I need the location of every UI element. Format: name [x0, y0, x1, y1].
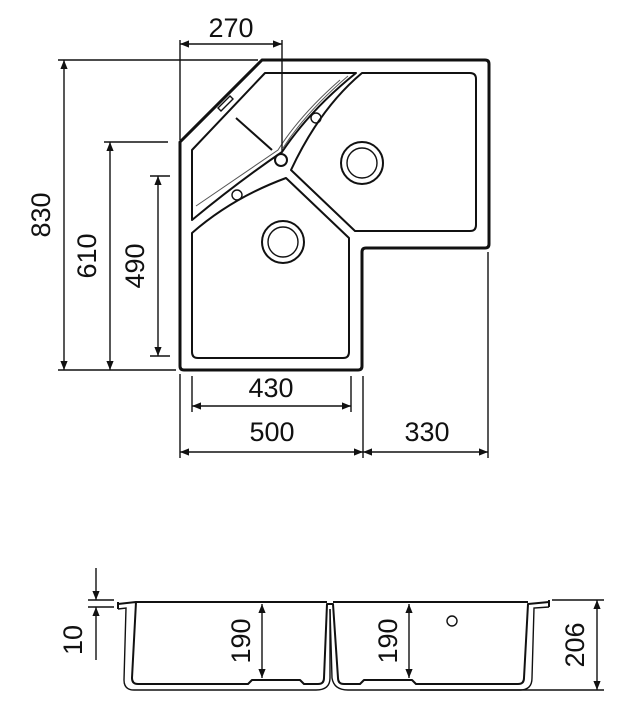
side-profile-inner-2	[329, 606, 550, 691]
left-bowl-outline	[191, 177, 350, 359]
drainboard-groove-2	[282, 75, 349, 149]
dim-190-left-label: 190	[226, 618, 256, 663]
center-hole	[274, 153, 288, 167]
top-view: 270 830 610 490 430 500 330	[26, 13, 491, 458]
dim-330-label: 330	[404, 417, 449, 447]
dim-190-right-label: 190	[373, 618, 403, 663]
tap-slot	[217, 95, 234, 112]
dim-830-label: 830	[26, 192, 56, 237]
sink-outer-outline	[178, 58, 491, 372]
dim-206-label: 206	[560, 622, 590, 667]
dim-430-label: 430	[248, 373, 293, 403]
drainboard-outline	[191, 72, 357, 221]
left-drain-inner	[267, 226, 299, 258]
side-profile-outer	[117, 601, 550, 685]
side-view: 10 190 190 206	[58, 568, 604, 691]
side-tap-hole	[446, 615, 458, 627]
side-profile-inner	[117, 607, 331, 691]
left-small-hole	[231, 189, 243, 201]
right-drain-outer	[340, 141, 384, 185]
dim-500-label: 500	[249, 417, 294, 447]
right-small-hole	[310, 112, 322, 124]
dim-270-label: 270	[208, 13, 253, 43]
dim-490-label: 490	[120, 243, 150, 288]
left-drain-outer	[261, 220, 305, 264]
right-bowl-outline	[290, 72, 477, 232]
overflow-slot	[235, 117, 273, 151]
drainboard-groove	[195, 79, 341, 207]
right-drain-inner	[346, 147, 378, 179]
dim-610-label: 610	[72, 233, 102, 278]
dim-10-label: 10	[58, 625, 88, 655]
